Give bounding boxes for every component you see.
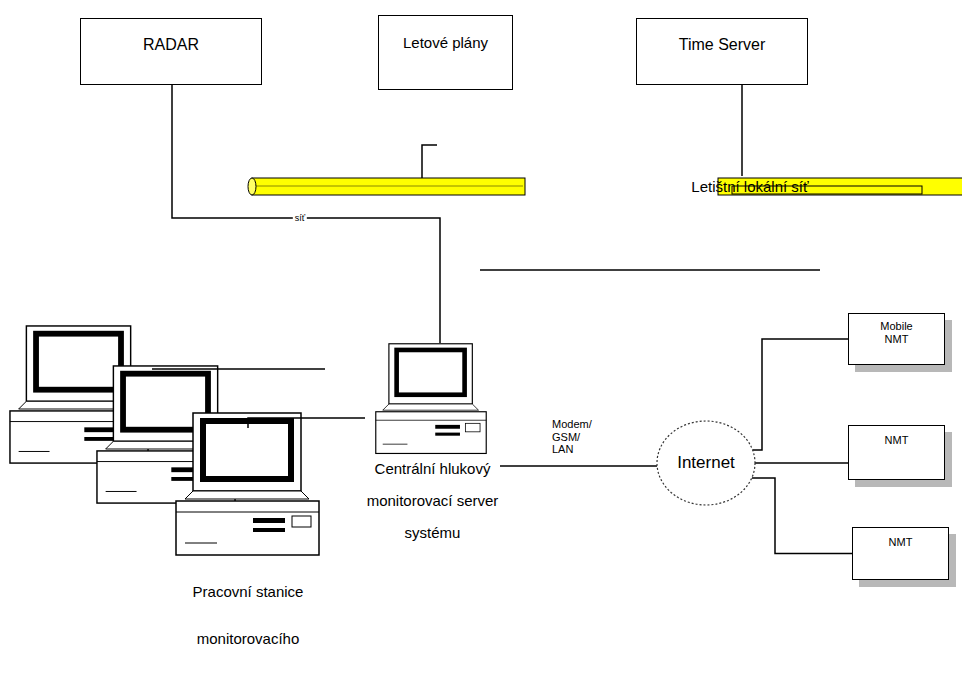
nmt-box: NMT [848, 425, 945, 480]
node-label: RADAR [87, 35, 255, 54]
connector-line [741, 85, 743, 176]
connector-line [500, 465, 657, 467]
node-label: Letištní lokální síť [538, 176, 962, 197]
server-node: Centrální hlukový monitorovací server sy… [365, 343, 500, 549]
connector-line [755, 462, 848, 464]
connector-label: Modem/ GSM/ LAN [550, 418, 604, 456]
workstation-wire [152, 368, 325, 370]
workstation-group: Pracovní stanice monitorovacího [0, 325, 322, 662]
connector-label: síť [293, 213, 307, 223]
loose-line [480, 269, 820, 271]
lan-stub [422, 145, 437, 178]
system-box: Letové plány [378, 15, 513, 90]
nmt-box: Mobile NMT [848, 313, 945, 365]
bus-end [248, 178, 256, 195]
server-icon [376, 344, 486, 454]
lan-bus [248, 178, 962, 195]
node-label: Letové plány [385, 34, 506, 52]
node-label: Internet [677, 453, 735, 473]
system-box: RADAR [80, 18, 262, 85]
node-label: NMT [853, 434, 940, 447]
workstation-icon [176, 413, 319, 555]
system-box: Time Server [636, 18, 808, 85]
connector-line [753, 339, 848, 450]
bus-segment [252, 178, 525, 195]
node-label: Pracovní stanice monitorovacího [178, 568, 318, 662]
internet-cloud: Internet [656, 420, 756, 506]
node-label: Mobile NMT [874, 320, 920, 346]
connector-line [322, 417, 365, 419]
node-label: NMT [857, 536, 944, 549]
cloud-outline [657, 421, 755, 505]
bus-stripe [254, 186, 523, 187]
nmt-box: NMT [852, 527, 949, 580]
workstation-wire [248, 418, 322, 428]
node-label: Time Server [643, 35, 801, 54]
lan-band: Letištní lokální síť [248, 176, 962, 197]
connector-line [172, 85, 440, 343]
connector-line [752, 478, 852, 554]
node-label: Centrální hlukový monitorovací server sy… [365, 453, 500, 549]
